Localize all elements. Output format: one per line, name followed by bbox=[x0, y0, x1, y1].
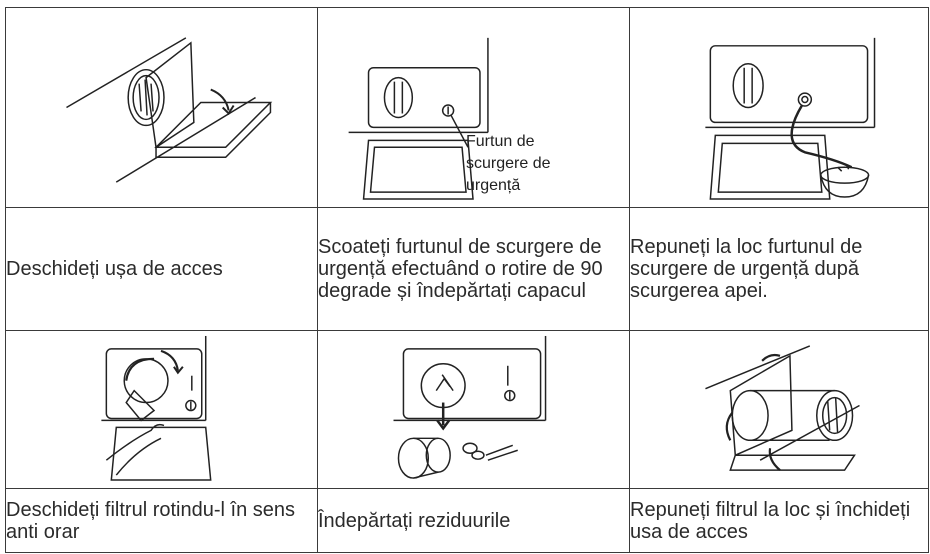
illustration-row-2 bbox=[5, 330, 929, 489]
step-3-illustration-cell bbox=[629, 7, 929, 208]
instructions-table: Furtun de scurgere de urgență bbox=[5, 7, 929, 553]
step-5-illustration-cell bbox=[317, 330, 630, 489]
step-1-illustration-cell bbox=[5, 7, 318, 208]
step-4-text: Deschideți filtrul rotindu-l în sens ant… bbox=[5, 488, 318, 553]
refit-filter-illustration bbox=[631, 332, 928, 488]
text-row-2: Deschideți filtrul rotindu-l în sens ant… bbox=[5, 488, 929, 553]
hose-callout-line-1: Furtun de bbox=[466, 133, 535, 150]
remove-debris-illustration bbox=[319, 332, 629, 488]
step-3-text: Repuneți la loc furtunul de scurgere de … bbox=[629, 207, 929, 331]
open-door-illustration bbox=[7, 9, 317, 207]
unscrew-filter-illustration bbox=[7, 332, 317, 488]
remove-hose-illustration bbox=[319, 9, 629, 207]
step-4-illustration-cell bbox=[5, 330, 318, 489]
step-5-text: Îndepărtați reziduurile bbox=[317, 488, 630, 553]
step-2-text: Scoateți furtunul de scurgere de urgență… bbox=[317, 207, 630, 331]
step-2-illustration-cell: Furtun de scurgere de urgență bbox=[317, 7, 630, 208]
text-row-1: Deschideți ușa de acces Scoateți furtunu… bbox=[5, 207, 929, 331]
drain-water-illustration bbox=[631, 9, 928, 207]
step-6-illustration-cell bbox=[629, 330, 929, 489]
illustration-row-1: Furtun de scurgere de urgență bbox=[5, 7, 929, 208]
step-1-text: Deschideți ușa de acces bbox=[5, 207, 318, 331]
step-6-text: Repuneți filtrul la loc și închideți usa… bbox=[629, 488, 929, 553]
hose-callout-line-2: scurgere de bbox=[466, 155, 551, 172]
hose-callout-line-3: urgență bbox=[466, 177, 521, 194]
